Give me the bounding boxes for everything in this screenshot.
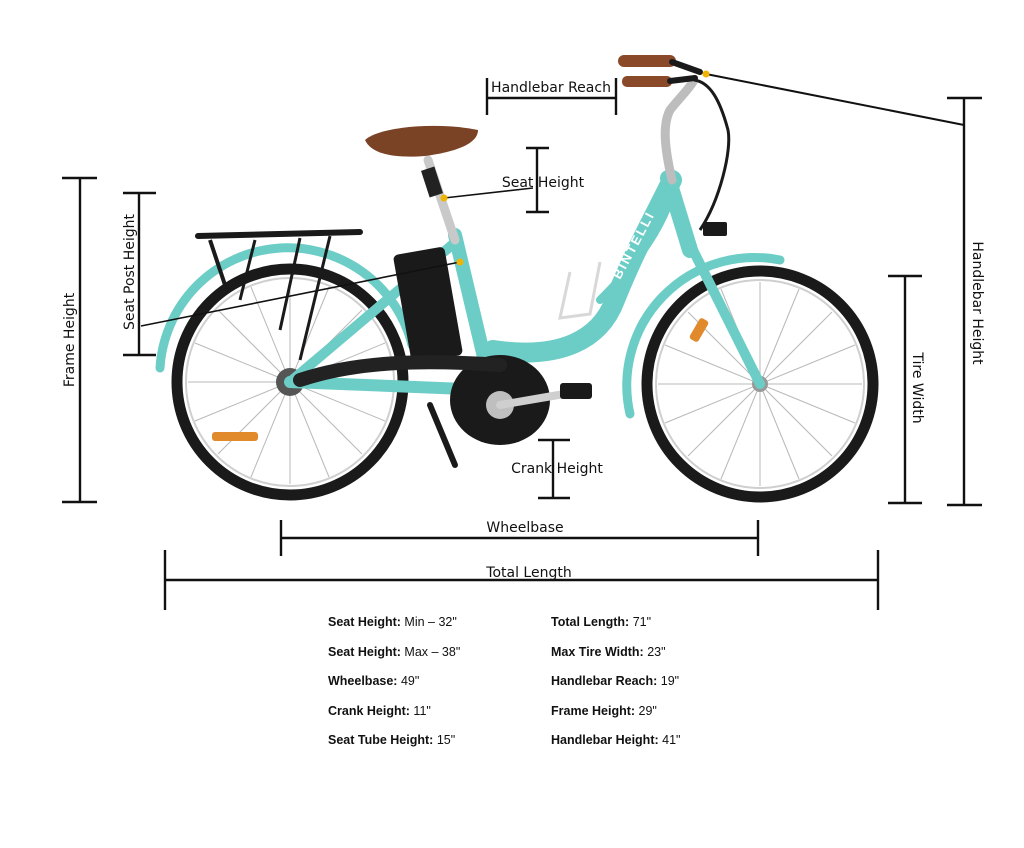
battery-pack xyxy=(393,247,463,363)
brake-cable xyxy=(693,78,731,231)
handlebar-reach-dimension xyxy=(485,78,618,115)
pedal xyxy=(560,383,592,399)
chain-guard xyxy=(293,355,507,387)
dimension-lines xyxy=(62,73,982,610)
spec-key: Max Tire Width: xyxy=(551,644,644,659)
spec-key: Handlebar Reach: xyxy=(551,674,658,689)
crank-arm xyxy=(496,389,574,409)
crank-height-label: Crank Height xyxy=(511,461,603,477)
seat-spring xyxy=(421,166,443,198)
spec-row: Seat Tube Height: 15" xyxy=(328,726,460,756)
spec-key: Crank Height: xyxy=(328,703,410,718)
spec-key: Seat Tube Height: xyxy=(328,733,434,748)
front-reflector xyxy=(689,318,709,342)
spec-key: Total Length: xyxy=(551,615,630,629)
spec-value: Min – 32" xyxy=(400,615,457,629)
spec-key: Seat Height: xyxy=(328,615,401,629)
spec-value: 71" xyxy=(629,615,652,629)
seat-height-label: Seat Height xyxy=(502,175,585,191)
saddle xyxy=(365,125,478,157)
specs-left-column: Seat Height: Min – 32" Seat Height: Max … xyxy=(328,608,460,756)
spec-key: Handlebar Height: xyxy=(551,733,659,748)
frame-height-label: Frame Height xyxy=(62,292,78,387)
spec-row: Seat Height: Min – 32" xyxy=(328,608,460,638)
frame-height-dimension xyxy=(62,176,97,504)
spec-value: 41" xyxy=(658,733,681,748)
bicycle-illustration: BINTELLI xyxy=(155,55,879,503)
wheelbase-label: Wheelbase xyxy=(486,520,563,536)
left-grip xyxy=(618,55,676,67)
right-grip xyxy=(622,76,672,87)
spec-value: 49" xyxy=(397,674,420,689)
spec-row: Frame Height: 29" xyxy=(551,697,680,727)
rear-rack xyxy=(195,229,363,361)
spec-value: 23" xyxy=(643,644,666,659)
seat-height-dimension xyxy=(443,146,549,214)
spec-row: Seat Height: Max – 38" xyxy=(328,638,460,668)
seat-tube-marker xyxy=(456,258,464,266)
headlight xyxy=(703,222,727,236)
measure-markers xyxy=(440,70,710,266)
spec-value: Max – 38" xyxy=(400,644,461,659)
spec-row: Crank Height: 11" xyxy=(328,697,460,727)
spec-value: 19" xyxy=(657,674,680,689)
tire-width-label: Tire Width xyxy=(909,351,925,423)
seat-post-height-dimension xyxy=(123,191,461,357)
handlebar-marker xyxy=(702,70,710,78)
handlebar-reach-label: Handlebar Reach xyxy=(491,80,611,96)
spec-value: 29" xyxy=(635,703,657,718)
stem xyxy=(660,75,699,185)
rear-reflector xyxy=(212,432,258,441)
spec-key: Frame Height: xyxy=(551,703,636,718)
handlebar-height-label: Handlebar Height xyxy=(969,241,985,365)
tire-width-dimension xyxy=(888,274,922,505)
total-length-label: Total Length xyxy=(485,565,571,581)
specs-right-column: Total Length: 71" Max Tire Width: 23" Ha… xyxy=(551,608,680,756)
spec-value: 15" xyxy=(433,733,456,748)
kickstand xyxy=(427,402,458,468)
spec-row: Total Length: 71" xyxy=(551,608,680,638)
spec-row: Wheelbase: 49" xyxy=(328,667,460,697)
seat-marker xyxy=(440,194,448,202)
wheelbase-dimension xyxy=(279,520,760,556)
spec-row: Max Tire Width: 23" xyxy=(551,638,680,668)
spec-key: Wheelbase: xyxy=(328,674,398,689)
front-fender xyxy=(622,253,785,419)
crank-height-dimension xyxy=(538,438,570,500)
handlebar-height-dimension xyxy=(705,73,982,507)
spec-value: 11" xyxy=(409,703,431,718)
spec-row: Handlebar Height: 41" xyxy=(551,726,680,756)
spec-row: Handlebar Reach: 19" xyxy=(551,667,680,697)
total-length-dimension xyxy=(163,550,880,610)
seat-post-height-label: Seat Post Height xyxy=(122,213,138,330)
bottle-cage xyxy=(558,261,602,320)
spec-key: Seat Height: xyxy=(328,644,401,659)
